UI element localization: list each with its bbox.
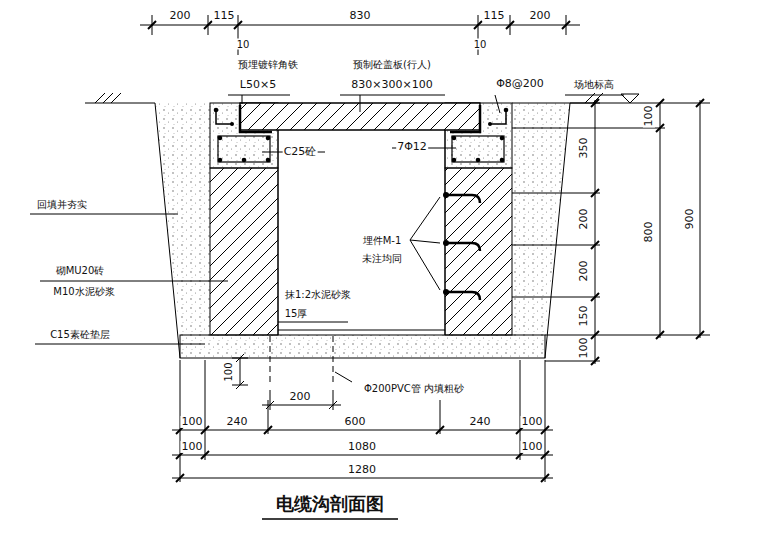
dimension-text: 600 [344, 416, 367, 428]
brick-wall [445, 168, 512, 335]
drawing-title: 电缆沟剖面图 [275, 494, 385, 514]
note-text: L50×5 [239, 79, 277, 91]
note-text: 830×300×100 [350, 79, 433, 91]
dimension-text: 150 [578, 305, 590, 328]
dimension-text: 830 [349, 10, 372, 22]
leader-line [410, 197, 440, 290]
note-text: 预制砼盖板(行人) [352, 59, 432, 70]
dimension-text: 100 [521, 441, 544, 453]
rebar [214, 108, 509, 163]
dimension-text: 200 [578, 208, 590, 231]
concrete-bed [180, 335, 545, 358]
right-dimension [512, 99, 710, 365]
dimension-text: 200 [578, 260, 590, 283]
dimension-text: 200 [169, 10, 192, 22]
pvc-pipe [270, 336, 333, 385]
note-text: 埋件M-1 [362, 235, 403, 246]
note-text: 未注均同 [361, 253, 403, 264]
note-text: Φ200PVC管 内填粗砂 [363, 383, 465, 394]
dimension-text: 100 [643, 105, 655, 128]
dimension-text: 100 [223, 361, 234, 382]
backfill [512, 103, 570, 335]
dimension-text: 115 [213, 10, 236, 22]
note-text: 砌MU20砖 [55, 265, 106, 276]
dimension-text: 350 [578, 137, 590, 160]
note-text: 7Φ12 [396, 141, 428, 153]
note-text: M10水泥砂浆 [52, 286, 115, 297]
angle-iron [450, 105, 480, 132]
dimension-text: 100 [521, 416, 544, 428]
leader-line [30, 94, 639, 382]
dimension-text: 1080 [347, 441, 377, 453]
dimension-text: 10 [236, 39, 251, 50]
note-text: 回填并夯实 [36, 199, 88, 210]
dimension-text: 200 [289, 391, 312, 403]
dimension-text: 100 [181, 416, 204, 428]
dimension-text: 100 [181, 441, 204, 453]
embedded-part [445, 195, 480, 300]
dimension-text: 10 [473, 39, 488, 50]
note-text: 抹1:2水泥砂浆 [284, 289, 352, 300]
note-text: Φ8@200 [495, 78, 545, 90]
angle-iron [240, 105, 272, 132]
dimension-text: 240 [469, 416, 492, 428]
backfill [155, 103, 210, 335]
dimension-text: 115 [483, 10, 506, 22]
title-underline [262, 518, 398, 520]
note-text: 预埋镀锌角铁 [237, 59, 299, 70]
dimension-text: 100 [578, 337, 590, 360]
note-text: C25砼 [283, 146, 318, 158]
bottom-dimension [172, 360, 553, 482]
note-text: 15厚 [284, 308, 309, 319]
note-text: 场地标高 [573, 79, 615, 90]
dimension-text: 1280 [347, 464, 377, 476]
dimension-text: 900 [684, 208, 696, 231]
dimension-text: 240 [226, 416, 249, 428]
note-text: C15素砼垫层 [49, 329, 111, 340]
dimension-text: 800 [643, 221, 655, 244]
dimension-text: 200 [529, 10, 552, 22]
brick-wall [210, 168, 278, 335]
